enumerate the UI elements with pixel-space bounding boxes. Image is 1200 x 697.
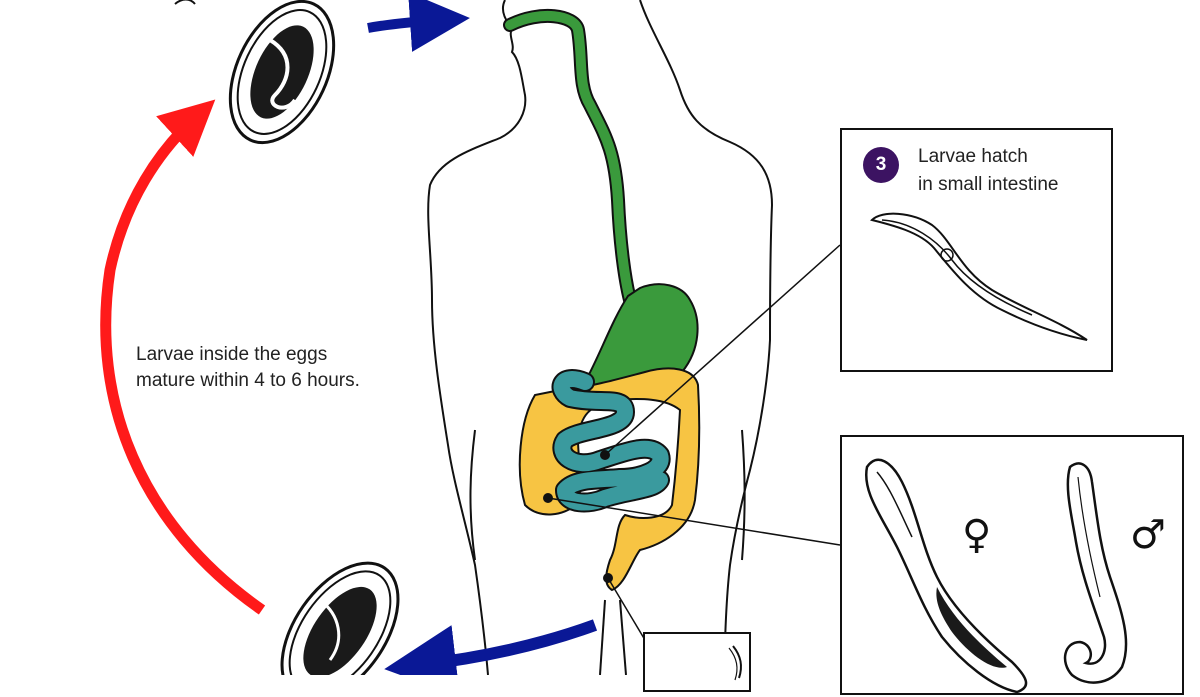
male-symbol-icon: ♂ (1130, 512, 1166, 558)
step-3-hatch-box: 3 Larvae hatch in small intestine (840, 128, 1113, 372)
maturation-annotation-line1: Larvae inside the eggs (136, 344, 328, 365)
step-3-title-line1: Larvae hatch (918, 146, 1028, 167)
female-symbol-icon: ♀ (962, 512, 992, 558)
partial-worm-illustration (728, 645, 742, 681)
adult-worms-illustration (864, 458, 1128, 694)
human-body-outline (427, 0, 774, 675)
maturation-return-arrow (100, 99, 266, 615)
step-3-title-line2: in small intestine (918, 174, 1059, 195)
esophagus-stomach (503, 8, 699, 396)
partial-worm-box (643, 632, 751, 692)
step-number-badge: 3 (863, 147, 899, 183)
egg-deposit-arrow (384, 619, 598, 675)
ingestion-arrow (367, 0, 470, 52)
diagram-canvas (100, 0, 841, 675)
small-intestine-fill (553, 371, 669, 511)
egg-top (174, 0, 336, 145)
egg-bottom (280, 561, 400, 675)
pinworm-life-cycle-diagram: Larvae inside the eggs mature within 4 t… (100, 0, 1184, 695)
hatched-larva-illustration (870, 212, 1088, 341)
adult-worms-box: ♀ ♂ (840, 435, 1184, 695)
leader-lines (547, 244, 841, 641)
maturation-annotation-line2: mature within 4 to 6 hours. (136, 370, 360, 391)
